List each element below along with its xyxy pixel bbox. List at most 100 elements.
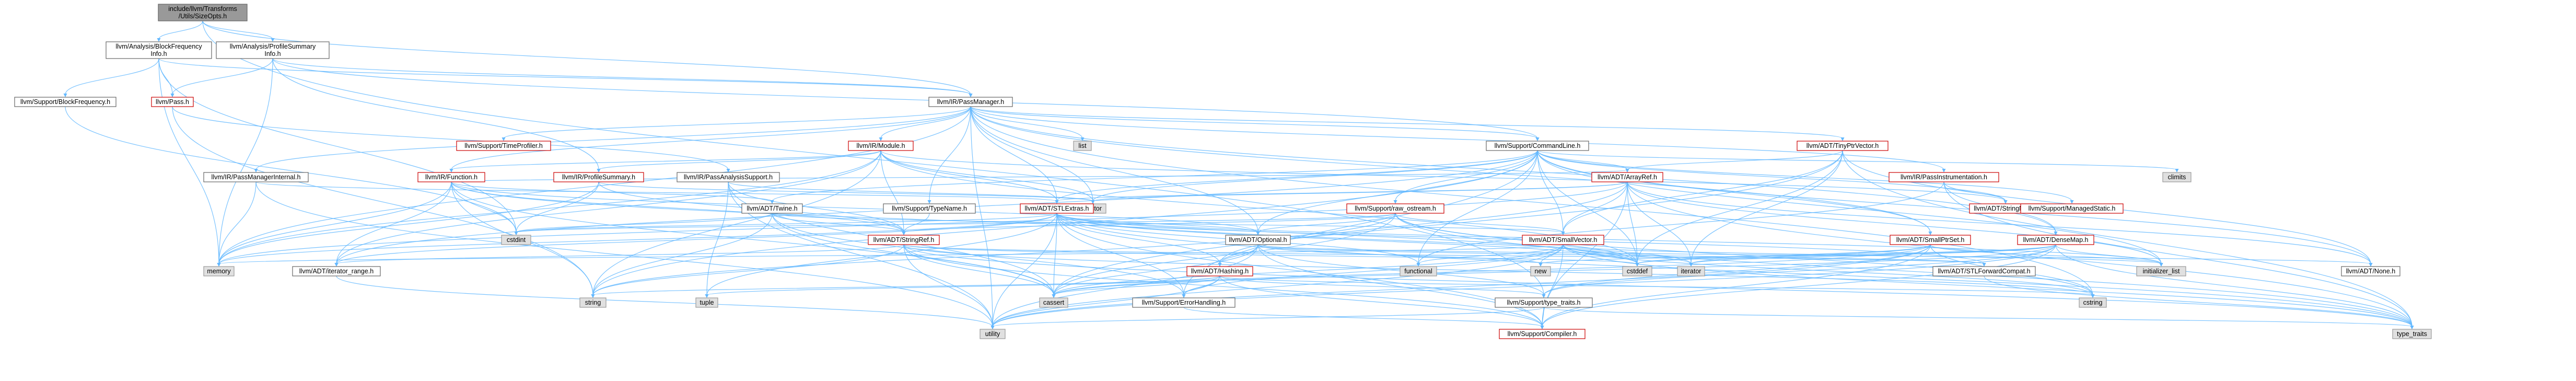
arrowhead: [2410, 326, 2414, 329]
edge-tpv-to-smallvector: [1563, 150, 1843, 233]
node-label: llvm/IR/PassManagerInternal.h: [212, 174, 301, 181]
node-label: llvm/Support/Compiler.h: [1508, 330, 1577, 338]
edge-pmi-to-utility: [255, 181, 993, 327]
arrowhead: [2369, 263, 2373, 267]
arrowhead: [1840, 137, 1845, 141]
edge-pm-to-module: [880, 106, 971, 139]
node-label: llvm/Support/ManagedStatic.h: [2029, 205, 2116, 212]
node-string[interactable]: string: [579, 297, 607, 308]
node-arrayref[interactable]: llvm/ADT/ArrayRef.h: [1591, 172, 1663, 182]
edge-pm-to-typename: [929, 106, 971, 202]
edge-tpv-to-iterator: [1691, 150, 1843, 264]
edge-densemap-to-initlist: [2055, 244, 2162, 264]
node-utility[interactable]: utility: [980, 329, 1006, 339]
node-label: cassert: [1043, 299, 1065, 306]
node-rawos[interactable]: llvm/Support/raw_ostream.h: [1346, 203, 1444, 214]
node-type_traits[interactable]: type_traits: [2392, 329, 2432, 339]
node-label: llvm/IR/ProfileSummary.h: [562, 174, 635, 181]
node-pas[interactable]: llvm/IR/PassAnalysisSupport.h: [677, 172, 780, 182]
node-ps[interactable]: llvm/IR/ProfileSummary.h: [553, 172, 644, 182]
node-label: iterator: [1681, 268, 1701, 275]
node-iterator[interactable]: iterator: [1677, 266, 1705, 276]
node-label: llvm/Support/raw_ostream.h: [1355, 205, 1436, 212]
arrowhead: [2003, 200, 2008, 204]
edge-cl-to-stringmap: [1537, 150, 2006, 202]
arrowhead: [2091, 294, 2095, 298]
node-new[interactable]: new: [1530, 266, 1551, 276]
node-iterrange[interactable]: llvm/ADT/iterator_range.h: [292, 266, 381, 276]
edge-module-to-stringmap: [880, 150, 2006, 202]
node-typetraits[interactable]: llvm/Support/type_traits.h: [1495, 297, 1593, 308]
edge-bf-to-cstdint: [65, 106, 517, 233]
node-none[interactable]: llvm/ADT/None.h: [2341, 266, 2400, 276]
node-pi[interactable]: llvm/IR/PassInstrumentation.h: [1889, 172, 1999, 182]
edge-hashing-to-utility: [992, 275, 1220, 327]
node-label: cstddef: [1627, 268, 1648, 275]
node-stlfwd[interactable]: llvm/ADT/STLForwardCompat.h: [1932, 266, 2036, 276]
edge-typename-to-stringref: [903, 213, 930, 233]
node-tuple[interactable]: tuple: [695, 297, 718, 308]
node-functional[interactable]: functional: [1400, 266, 1437, 276]
node-pm[interactable]: llvm/IR/PassManager.h: [928, 97, 1013, 107]
edge-pm-to-list: [970, 106, 1083, 139]
edge-smallvector-to-utility: [992, 244, 1564, 327]
node-root[interactable]: include/llvm/Transforms/Utils/SizeOpts.h: [158, 4, 248, 21]
node-label: llvm/ADT/STLExtras.h: [1025, 205, 1089, 212]
node-label: llvm/Analysis/ProfileSummary: [230, 43, 316, 50]
node-cl[interactable]: llvm/Support/CommandLine.h: [1486, 141, 1589, 151]
edge-func-to-cassert: [451, 181, 1054, 296]
edge-pm-to-pi: [970, 106, 1944, 170]
node-twine[interactable]: llvm/ADT/Twine.h: [741, 203, 803, 214]
node-typename[interactable]: llvm/Support/TypeName.h: [883, 203, 976, 214]
node-func[interactable]: llvm/IR/Function.h: [417, 172, 485, 182]
node-box: [868, 235, 940, 245]
node-initlist[interactable]: initializer_list: [2136, 266, 2186, 276]
node-pmi[interactable]: llvm/IR/PassManagerInternal.h: [203, 172, 309, 182]
arrowhead: [2175, 169, 2179, 172]
node-label: llvm/ADT/Optional.h: [1229, 236, 1287, 244]
arrowhead: [879, 137, 883, 141]
edge-psi-to-pm: [272, 58, 971, 95]
node-box: [1622, 266, 1652, 276]
node-stlextras[interactable]: llvm/ADT/STLExtras.h: [1020, 203, 1094, 214]
node-cassert[interactable]: cassert: [1039, 297, 1068, 308]
node-hashing[interactable]: llvm/ADT/Hashing.h: [1186, 266, 1253, 276]
edge-twine-to-string: [592, 213, 773, 296]
node-cstring[interactable]: cstring: [2079, 297, 2107, 308]
edge-psi-to-memory: [218, 58, 273, 264]
edge-cl-to-smallvector: [1537, 150, 1564, 233]
node-label: cstdint: [507, 236, 526, 244]
arrowhead: [157, 38, 161, 42]
node-smallvector[interactable]: llvm/ADT/SmallVector.h: [1522, 235, 1604, 245]
edge-cl-to-arrayref: [1537, 150, 1628, 170]
node-climits[interactable]: climits: [2162, 172, 2192, 182]
node-tp[interactable]: llvm/Support/TimeProfiler.h: [456, 141, 551, 151]
node-errh[interactable]: llvm/Support/ErrorHandling.h: [1132, 297, 1235, 308]
node-box: [2162, 172, 2192, 182]
node-tpv[interactable]: llvm/ADT/TinyPtrVector.h: [1797, 141, 1889, 151]
node-smallptrset[interactable]: llvm/ADT/SmallPtrSet.h: [1890, 235, 1971, 245]
node-label: llvm/Support/type_traits.h: [1507, 299, 1580, 306]
node-box: [203, 172, 309, 182]
node-label: functional: [1404, 268, 1432, 275]
edge-densemap-to-cassert: [1053, 244, 2056, 296]
edge-stringref-to-cassert: [903, 244, 1054, 296]
node-module[interactable]: llvm/IR/Module.h: [848, 141, 914, 151]
edge-module-to-memory: [218, 150, 881, 264]
node-optional[interactable]: llvm/ADT/Optional.h: [1225, 235, 1291, 245]
node-compiler[interactable]: llvm/Support/Compiler.h: [1499, 329, 1586, 339]
node-densemap[interactable]: llvm/ADT/DenseMap.h: [2017, 235, 2094, 245]
node-box: [928, 97, 1013, 107]
node-label: llvm/ADT/StringRef.h: [873, 236, 935, 244]
node-cstddef[interactable]: cstddef: [1622, 266, 1652, 276]
node-stringref[interactable]: llvm/ADT/StringRef.h: [868, 235, 940, 245]
node-pass[interactable]: llvm/Pass.h: [151, 97, 194, 107]
node-cstdint[interactable]: cstdint: [501, 235, 531, 245]
node-list[interactable]: list: [1073, 141, 1092, 151]
node-memory[interactable]: memory: [203, 266, 235, 276]
node-managed[interactable]: llvm/Support/ManagedStatic.h: [2020, 203, 2124, 214]
node-bf[interactable]: llvm/Support/BlockFrequency.h: [14, 97, 116, 107]
edge-optional-to-cassert: [1053, 244, 1258, 296]
